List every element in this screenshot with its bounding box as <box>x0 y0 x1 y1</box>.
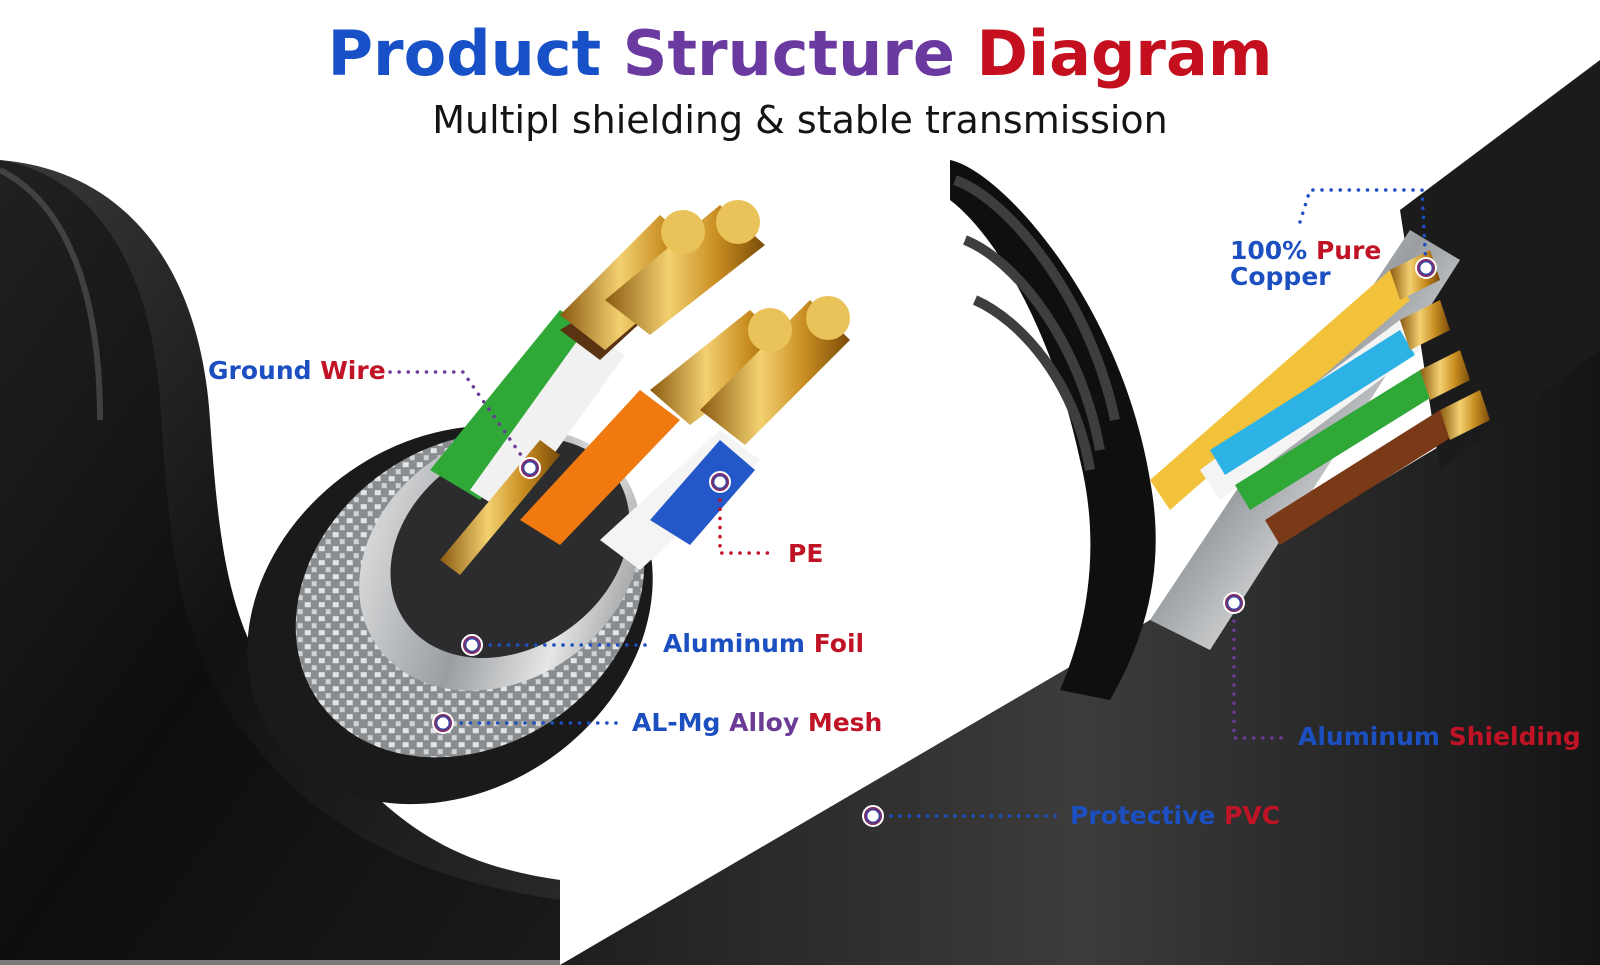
page-title: Product Structure Diagram <box>0 14 1600 94</box>
dot-ground-wire <box>520 458 540 478</box>
label-pe-text: PE <box>788 539 823 568</box>
left-conductors <box>430 200 850 575</box>
label-alloy-mesh-part3: Mesh <box>808 708 883 737</box>
label-ground-wire-part2: Wire <box>320 356 385 385</box>
label-aluminum-shielding-part2: Shielding <box>1449 722 1581 751</box>
title-word-3: Diagram <box>976 17 1272 90</box>
dot-aluminum-shielding <box>1224 593 1244 613</box>
title-word-1: Product <box>328 17 602 90</box>
label-alloy-mesh: AL-Mg Alloy Mesh <box>632 708 882 738</box>
dot-protective-pvc <box>863 806 883 826</box>
label-pe: PE <box>788 539 823 569</box>
label-aluminum-foil-part1: Aluminum <box>663 629 805 658</box>
label-ground-wire-part1: Ground <box>208 356 312 385</box>
dot-alloy-mesh <box>433 713 453 733</box>
label-protective-pvc-part2: PVC <box>1224 801 1280 830</box>
label-aluminum-foil: Aluminum Foil <box>663 629 864 659</box>
dot-pe <box>710 472 730 492</box>
title-word-2: Structure <box>623 17 955 90</box>
label-aluminum-foil-part2: Foil <box>814 629 864 658</box>
label-pure-copper-1a: 100% <box>1230 236 1307 265</box>
page-subtitle: Multipl shielding & stable transmission <box>0 92 1600 148</box>
label-alloy-mesh-part2: Alloy <box>729 708 799 737</box>
dot-aluminum-foil <box>462 635 482 655</box>
label-alloy-mesh-part1: AL-Mg <box>632 708 720 737</box>
label-aluminum-shielding: Aluminum Shielding <box>1298 722 1581 752</box>
label-protective-pvc-part1: Protective <box>1070 801 1215 830</box>
dot-pure-copper <box>1416 258 1436 278</box>
label-pure-copper-2: Copper <box>1230 262 1331 291</box>
label-aluminum-shielding-part1: Aluminum <box>1298 722 1440 751</box>
label-ground-wire: Ground Wire <box>208 356 386 386</box>
label-pure-copper: 100% Pure Copper <box>1230 236 1381 292</box>
label-pure-copper-1b: Pure <box>1316 236 1381 265</box>
label-protective-pvc: Protective PVC <box>1070 801 1280 831</box>
